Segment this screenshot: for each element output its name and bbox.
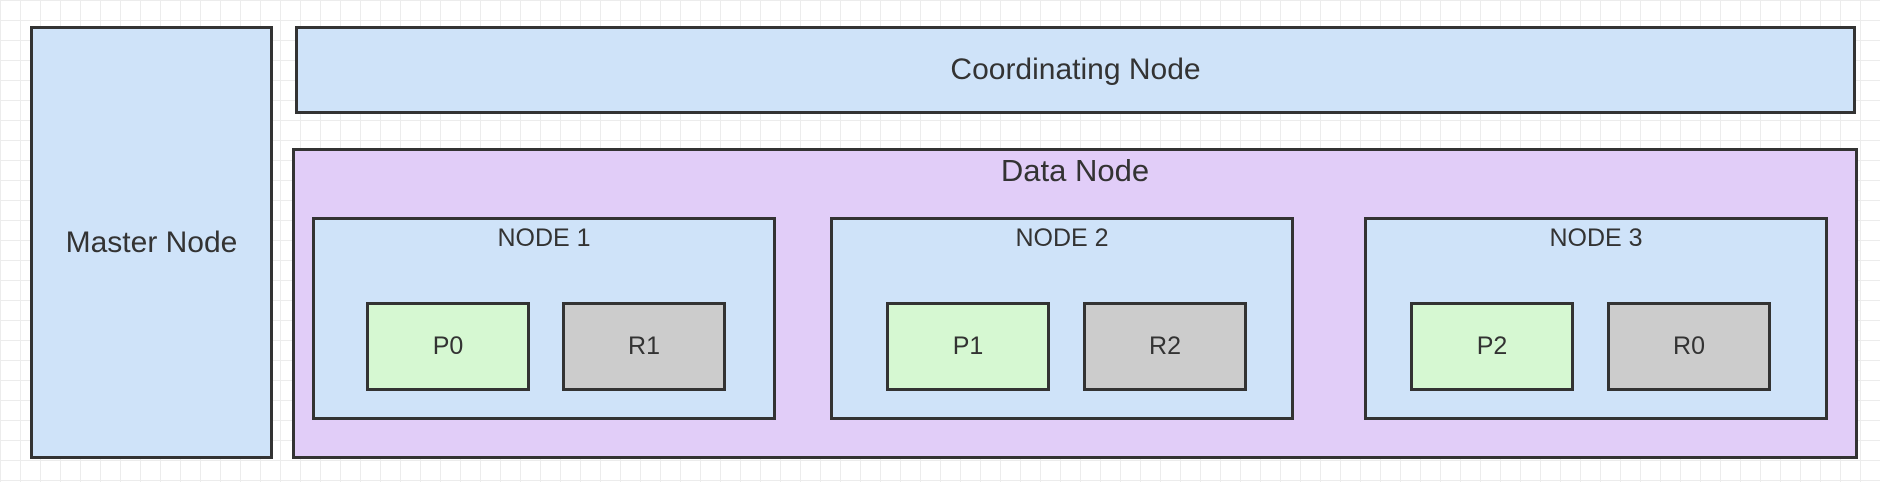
shard-r2-replica: R2 [1083, 302, 1247, 391]
node-2-label: NODE 2 [1015, 224, 1109, 252]
shard-r2-label: R2 [1149, 332, 1181, 360]
data-node-label: Data Node [1000, 153, 1150, 188]
coordinating-node-box: Coordinating Node [295, 26, 1856, 114]
shard-r1-label: R1 [628, 332, 660, 360]
shard-p1-label: P1 [952, 332, 984, 360]
shard-p0-label: P0 [432, 332, 464, 360]
shard-r0-replica: R0 [1607, 302, 1771, 391]
shard-r0-label: R0 [1673, 332, 1705, 360]
node-3-label: NODE 3 [1549, 224, 1643, 252]
coordinating-node-label: Coordinating Node [950, 53, 1201, 86]
shard-p2-primary: P2 [1410, 302, 1574, 391]
shard-p0-primary: P0 [366, 302, 530, 391]
shard-r1-replica: R1 [562, 302, 726, 391]
shard-p2-label: P2 [1476, 332, 1508, 360]
shard-p1-primary: P1 [886, 302, 1050, 391]
master-node-box: Master Node [30, 26, 273, 459]
master-node-label: Master Node [65, 225, 238, 259]
node-1-label: NODE 1 [497, 224, 591, 252]
